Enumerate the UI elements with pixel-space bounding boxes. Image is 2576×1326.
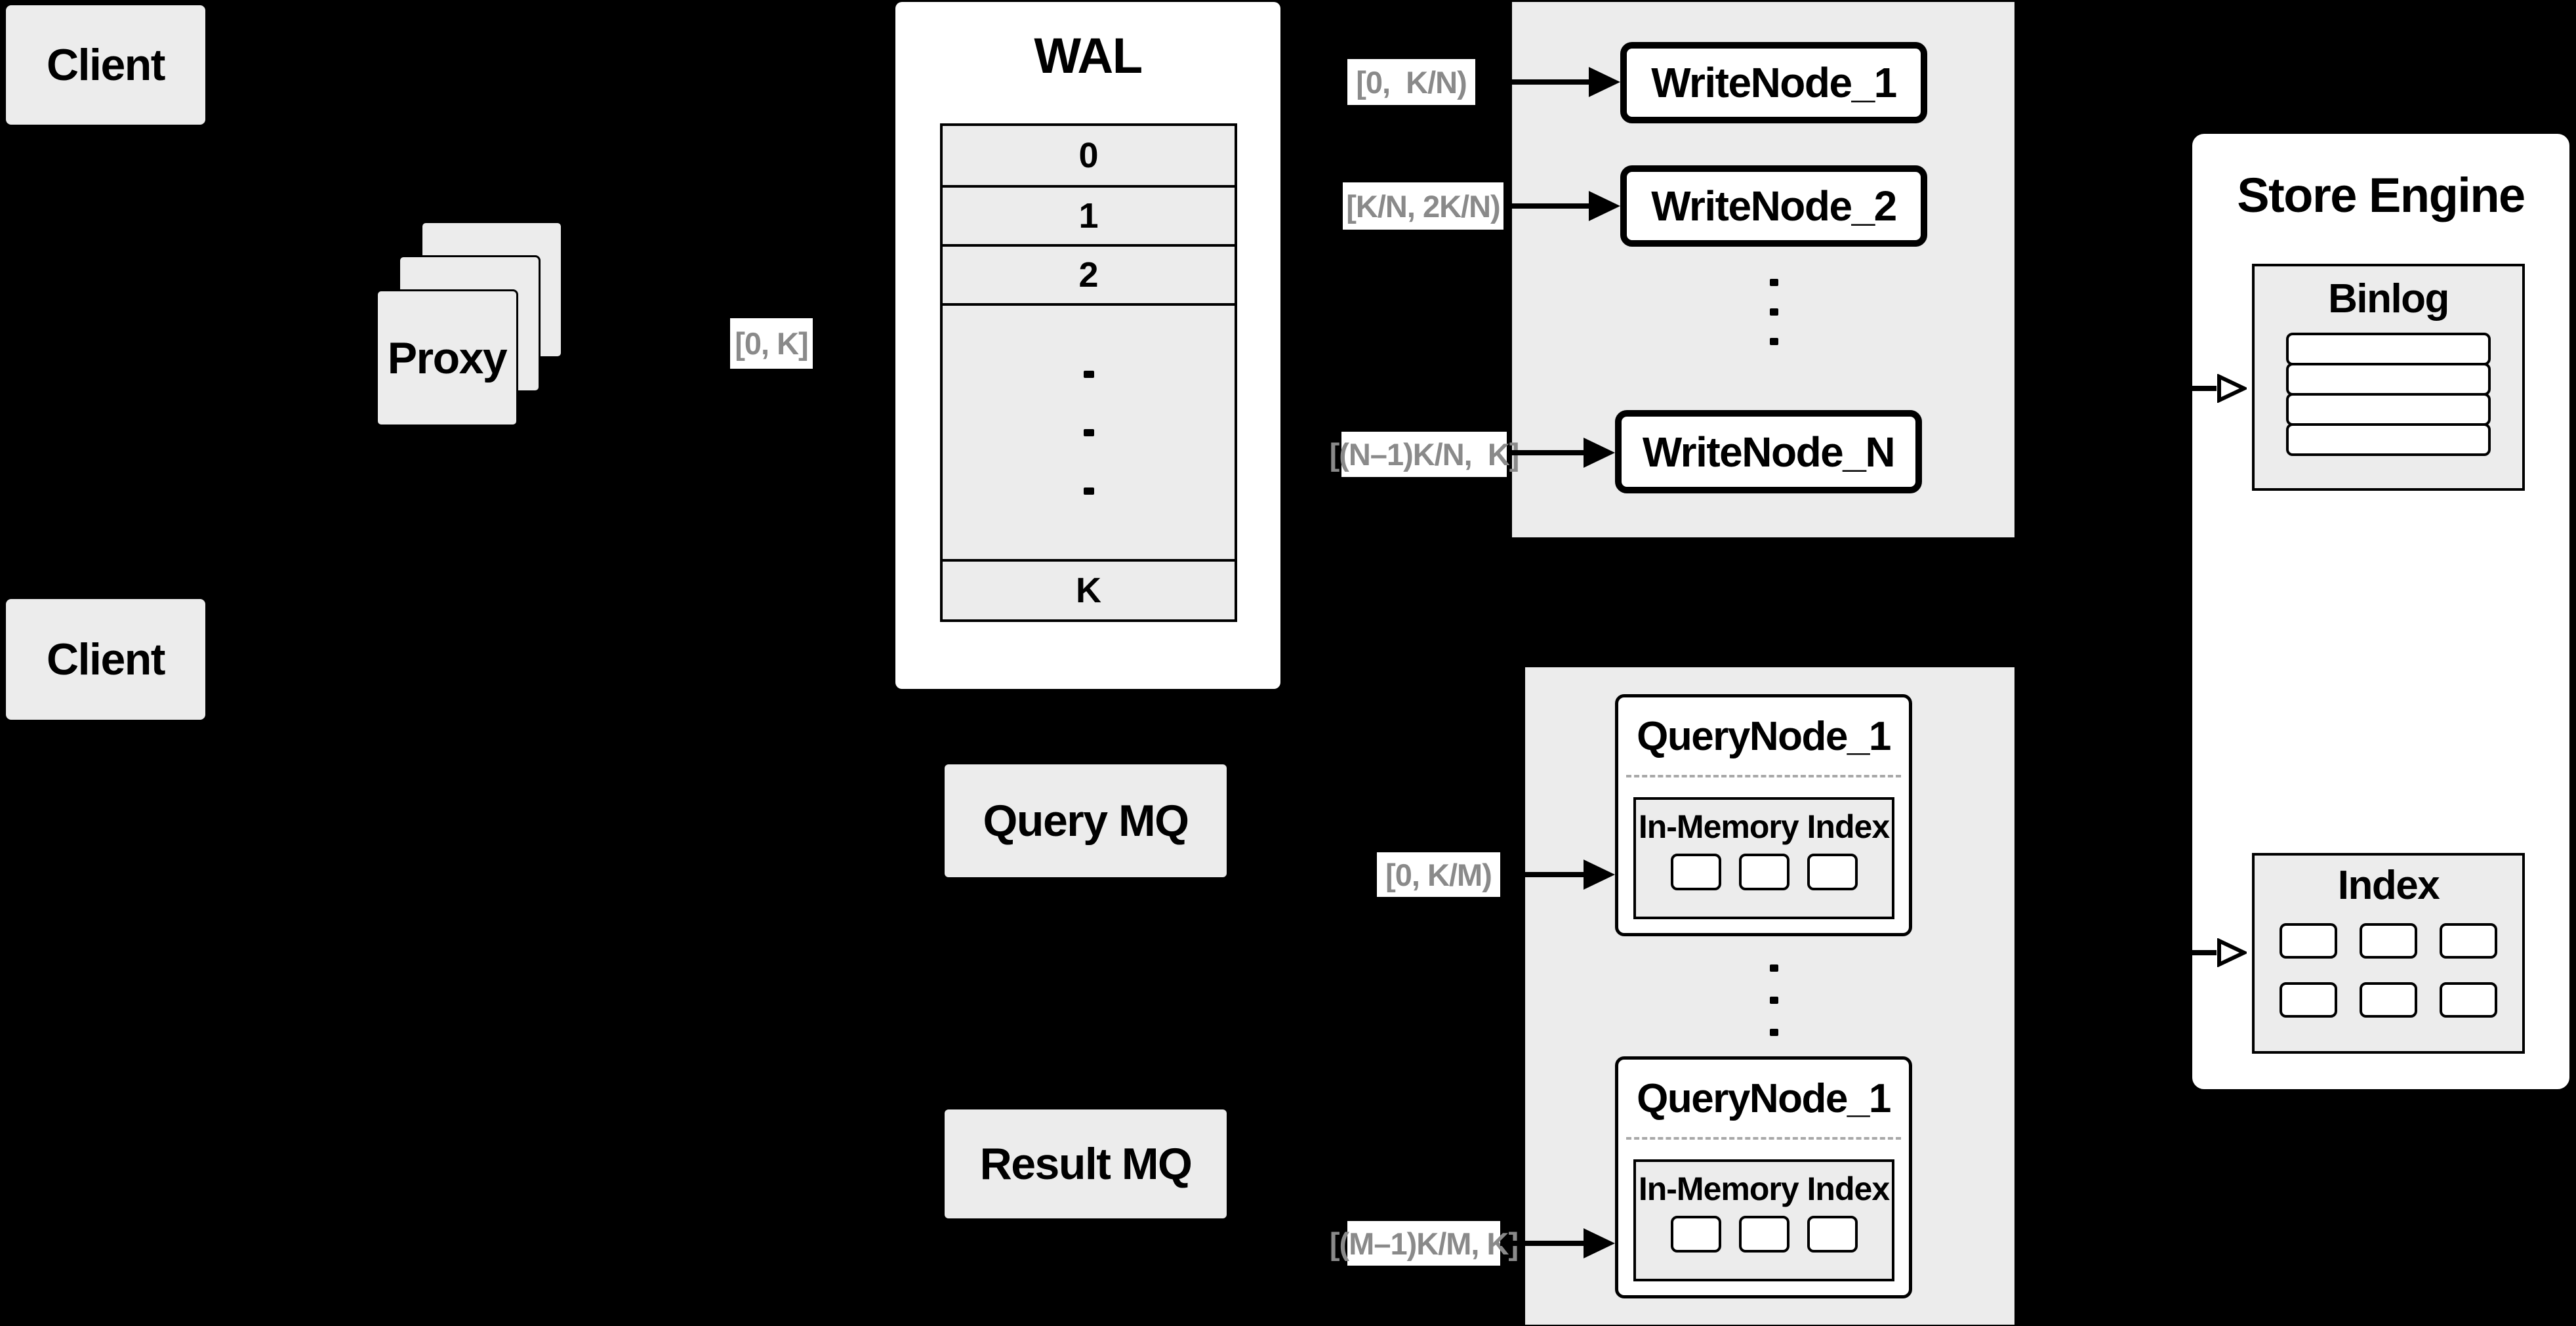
binlog-segment bbox=[2286, 333, 2491, 365]
writenode-ellipsis bbox=[1770, 279, 1778, 345]
binlog-segments bbox=[2255, 333, 2522, 456]
wal-row-k: K bbox=[943, 559, 1235, 619]
arrowhead-writenode-n bbox=[1584, 438, 1615, 468]
arrow-to-writenode-n bbox=[1507, 450, 1584, 455]
wal-row-0: 0 bbox=[943, 126, 1235, 185]
wal-row-ellipsis bbox=[943, 303, 1235, 559]
querynode-2-title: QueryNode_1 bbox=[1637, 1076, 1891, 1121]
index-segment bbox=[1670, 854, 1721, 890]
arrow-to-binlog bbox=[2189, 386, 2217, 391]
range-label-proxy-wal: [0, K] bbox=[730, 318, 813, 369]
index-segment bbox=[2280, 923, 2337, 959]
arrow-to-querynode-1 bbox=[1500, 872, 1584, 877]
index-segment bbox=[1738, 1216, 1789, 1253]
store-engine-panel: Store Engine Binlog Index bbox=[2188, 130, 2573, 1093]
writenode-2-box: WriteNode_2 bbox=[1620, 165, 1927, 247]
in-memory-index-1-segments bbox=[1636, 854, 1892, 890]
range-label-querynode-1: [0, K/M) bbox=[1377, 852, 1500, 897]
wal-title: WAL bbox=[1034, 28, 1143, 84]
index-box: Index bbox=[2252, 853, 2525, 1054]
index-segment bbox=[1738, 854, 1789, 890]
ellipsis-dot bbox=[1083, 370, 1094, 378]
index-segments bbox=[2255, 923, 2522, 1018]
index-title: Index bbox=[2337, 863, 2440, 908]
writenode-n-box: WriteNode_N bbox=[1615, 410, 1922, 493]
querynode-1-divider bbox=[1626, 775, 1901, 777]
open-arrowhead-index bbox=[2217, 938, 2247, 967]
ellipsis-dot bbox=[1770, 279, 1778, 286]
client-node-bottom: Client bbox=[6, 599, 205, 720]
index-segment bbox=[2360, 923, 2417, 959]
binlog-segment bbox=[2286, 363, 2491, 396]
arrowhead-querynode-1 bbox=[1584, 860, 1615, 890]
querynode-2-box: QueryNode_1 In-Memory Index bbox=[1615, 1056, 1912, 1298]
client-node-top: Client bbox=[6, 5, 205, 125]
ellipsis-dot bbox=[1083, 487, 1094, 495]
querynode-1-box: QueryNode_1 In-Memory Index bbox=[1615, 694, 1912, 936]
in-memory-index-1: In-Memory Index bbox=[1633, 797, 1894, 919]
ellipsis-dot bbox=[1770, 964, 1778, 972]
arrow-to-querynode-2 bbox=[1500, 1241, 1584, 1246]
ellipsis-dot bbox=[1083, 428, 1094, 436]
ellipsis-dot bbox=[1770, 1029, 1778, 1036]
arrowhead-querynode-2 bbox=[1584, 1228, 1615, 1258]
index-segment bbox=[1807, 1216, 1858, 1253]
binlog-title: Binlog bbox=[2328, 276, 2449, 321]
range-label-writenode-2: [K/N, 2K/N) bbox=[1343, 182, 1503, 230]
arrow-to-writenode-2 bbox=[1503, 203, 1589, 209]
ellipsis-dot bbox=[1770, 338, 1778, 345]
index-segment bbox=[2440, 982, 2497, 1018]
result-mq-box: Result MQ bbox=[945, 1109, 1227, 1218]
binlog-segment bbox=[2286, 423, 2491, 456]
wal-segment-table: 0 1 2 K bbox=[940, 123, 1237, 622]
in-memory-index-2: In-Memory Index bbox=[1633, 1159, 1894, 1281]
index-segment bbox=[1807, 854, 1858, 890]
in-memory-index-2-title: In-Memory Index bbox=[1638, 1171, 1890, 1207]
store-engine-title: Store Engine bbox=[2237, 168, 2525, 222]
ellipsis-dot bbox=[1770, 308, 1778, 316]
range-label-writenode-n: [(N–1)K/N, K] bbox=[1330, 432, 1519, 477]
in-memory-index-1-title: In-Memory Index bbox=[1638, 808, 1890, 845]
query-mq-box: Query MQ bbox=[945, 764, 1227, 877]
proxy-node: Proxy bbox=[376, 289, 518, 426]
wal-panel: WAL 0 1 2 K bbox=[895, 2, 1280, 689]
arrow-to-writenode-1 bbox=[1476, 79, 1589, 85]
index-segment bbox=[2360, 982, 2417, 1018]
binlog-segment bbox=[2286, 393, 2491, 426]
arrowhead-writenode-2 bbox=[1589, 191, 1620, 221]
index-segment bbox=[2440, 923, 2497, 959]
open-arrowhead-binlog bbox=[2217, 374, 2247, 403]
index-segment bbox=[1670, 1216, 1721, 1253]
index-segment bbox=[2280, 982, 2337, 1018]
querynode-ellipsis bbox=[1770, 964, 1778, 1036]
in-memory-index-2-segments bbox=[1636, 1216, 1892, 1253]
querynode-1-title: QueryNode_1 bbox=[1637, 714, 1891, 759]
arrowhead-writenode-1 bbox=[1589, 67, 1620, 97]
wal-row-1: 1 bbox=[943, 185, 1235, 244]
range-label-querynode-2: [(M–1)K/M, K] bbox=[1330, 1221, 1519, 1266]
range-label-writenode-1: [0, K/N) bbox=[1347, 59, 1475, 105]
binlog-box: Binlog bbox=[2252, 264, 2525, 491]
ellipsis-dot bbox=[1770, 997, 1778, 1004]
writenode-1-box: WriteNode_1 bbox=[1620, 42, 1927, 123]
querynode-2-divider bbox=[1626, 1137, 1901, 1140]
wal-row-2: 2 bbox=[943, 244, 1235, 303]
arrow-to-index bbox=[2189, 950, 2217, 955]
